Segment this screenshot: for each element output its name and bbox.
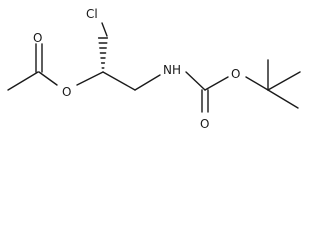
bond-carbamate-c-o	[204, 76, 229, 91]
atom-carbamate-oxygen: O	[231, 67, 240, 81]
bond-methyl-carbonyl	[7, 71, 39, 91]
bond-nh-carbamate-c	[185, 71, 206, 91]
bond-stereocenter-ch2n	[102, 71, 136, 91]
atom-carbamate-carbonyl-oxygen: O	[200, 117, 209, 131]
bond-ester-o-stereocenter	[76, 71, 104, 86]
atom-amine-nitrogen: NH	[163, 63, 181, 77]
chemical-structure-diagram: Cl O O NH O O	[7, 7, 301, 131]
bond-cl-ch2	[101, 22, 108, 37]
bond-tbutyl-methyl-right	[267, 71, 301, 91]
atom-label-layer: Cl O O NH O O	[33, 7, 240, 131]
bond-o-tbutyl	[245, 76, 269, 91]
atom-chlorine: Cl	[86, 7, 98, 21]
atom-ester-oxygen: O	[62, 85, 71, 99]
bond-ch2-nh	[134, 74, 161, 91]
bond-tbutyl-methyl-down	[267, 89, 299, 109]
bond-layer	[7, 22, 301, 113]
bond-carbonyl-ester-o	[38, 71, 58, 86]
atom-ester-carbonyl-oxygen: O	[33, 31, 42, 45]
hashed-wedge-bond	[97, 37, 109, 69]
